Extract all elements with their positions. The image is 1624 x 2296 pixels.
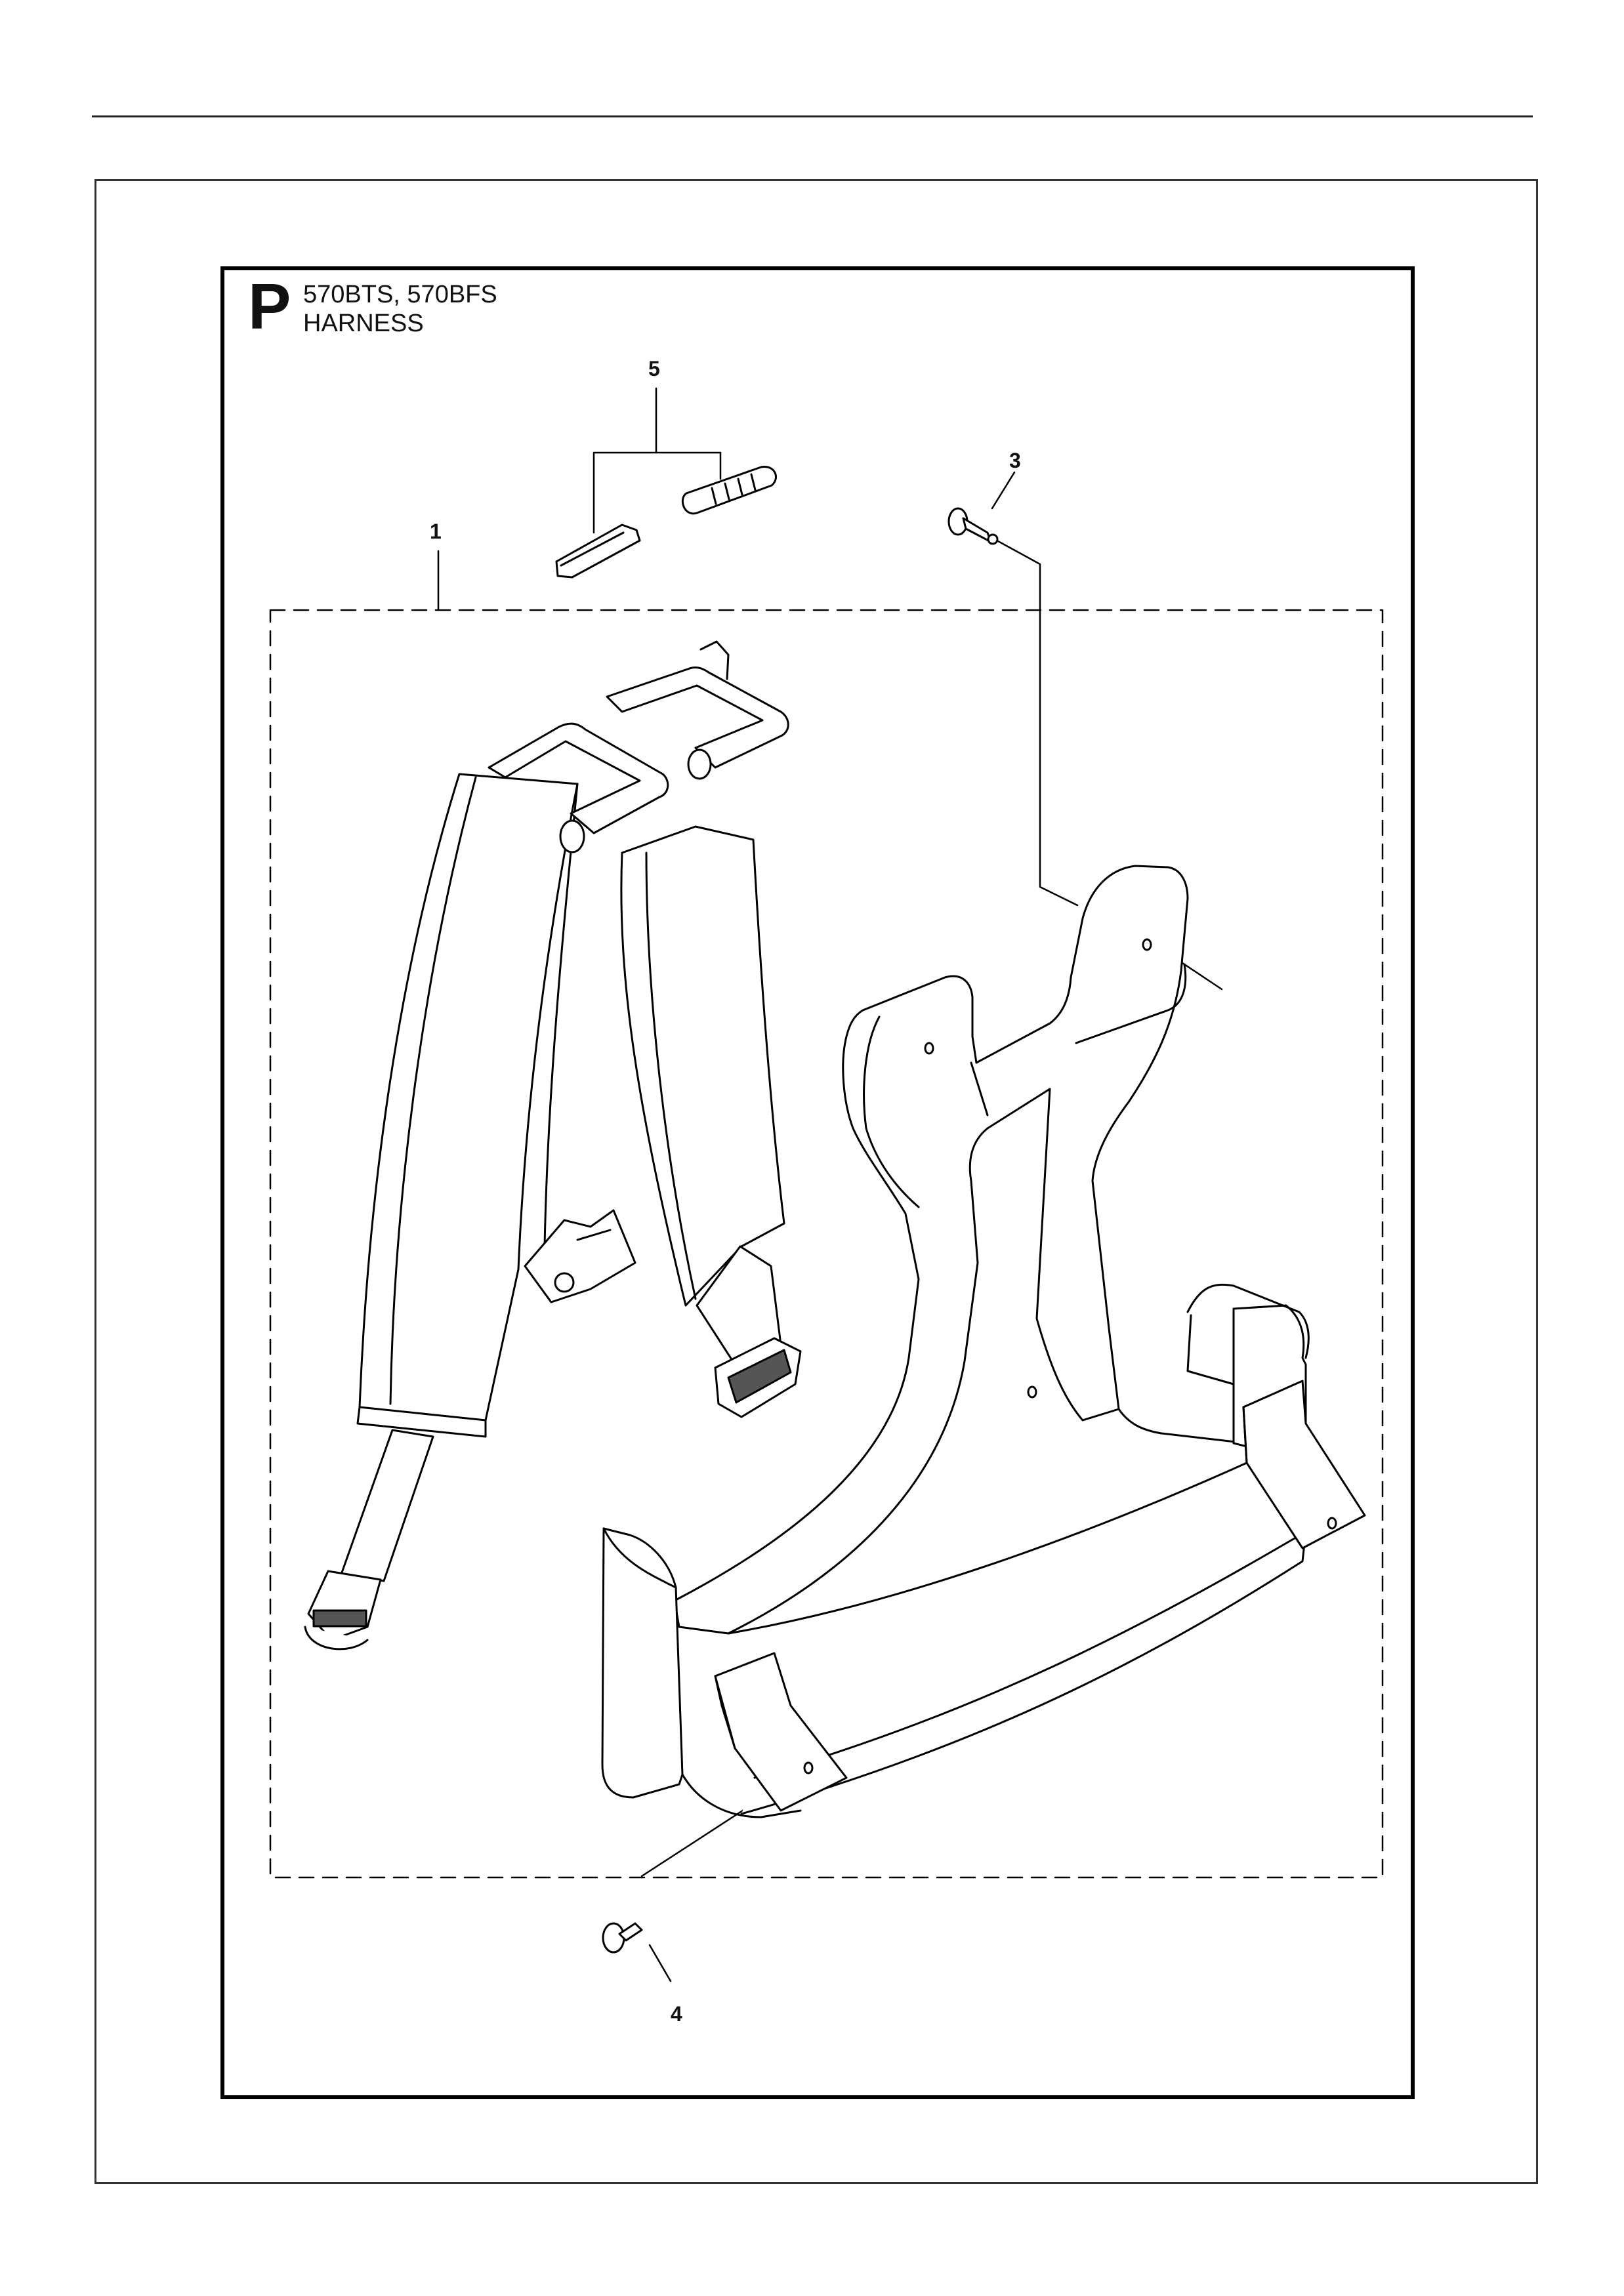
right-strap-loop xyxy=(606,640,789,780)
left-shoulder-pad xyxy=(356,773,579,1438)
right-belt-bracket xyxy=(1242,1380,1366,1549)
callout-3: 3 xyxy=(1009,449,1021,472)
outer-frame xyxy=(94,179,1538,2184)
left-webbing xyxy=(340,1429,434,1582)
section-title: HARNESS xyxy=(303,310,424,337)
assembly-boundary xyxy=(269,609,1384,1879)
item-4-screw xyxy=(602,1922,643,1954)
callout-4: 4 xyxy=(671,2002,682,2026)
leader-lines xyxy=(437,387,1223,1982)
diagram-frame xyxy=(220,266,1415,2099)
right-buckle xyxy=(714,1337,802,1418)
chest-buckle xyxy=(524,1209,636,1303)
top-rule xyxy=(92,115,1533,117)
section-letter: P xyxy=(248,270,291,342)
callout-1: 1 xyxy=(430,520,442,543)
left-buckle xyxy=(304,1570,382,1650)
right-shoulder-pad xyxy=(620,825,785,1307)
waist-belt-section xyxy=(601,1527,802,1818)
item-3-screw xyxy=(947,507,999,545)
left-belt-bracket xyxy=(714,1652,848,1812)
model-names: 570BTS, 570BFS xyxy=(303,281,497,308)
item-5-clips xyxy=(555,466,777,579)
callout-5: 5 xyxy=(648,357,660,380)
left-strap-loop xyxy=(488,722,669,853)
right-webbing xyxy=(696,1245,782,1366)
